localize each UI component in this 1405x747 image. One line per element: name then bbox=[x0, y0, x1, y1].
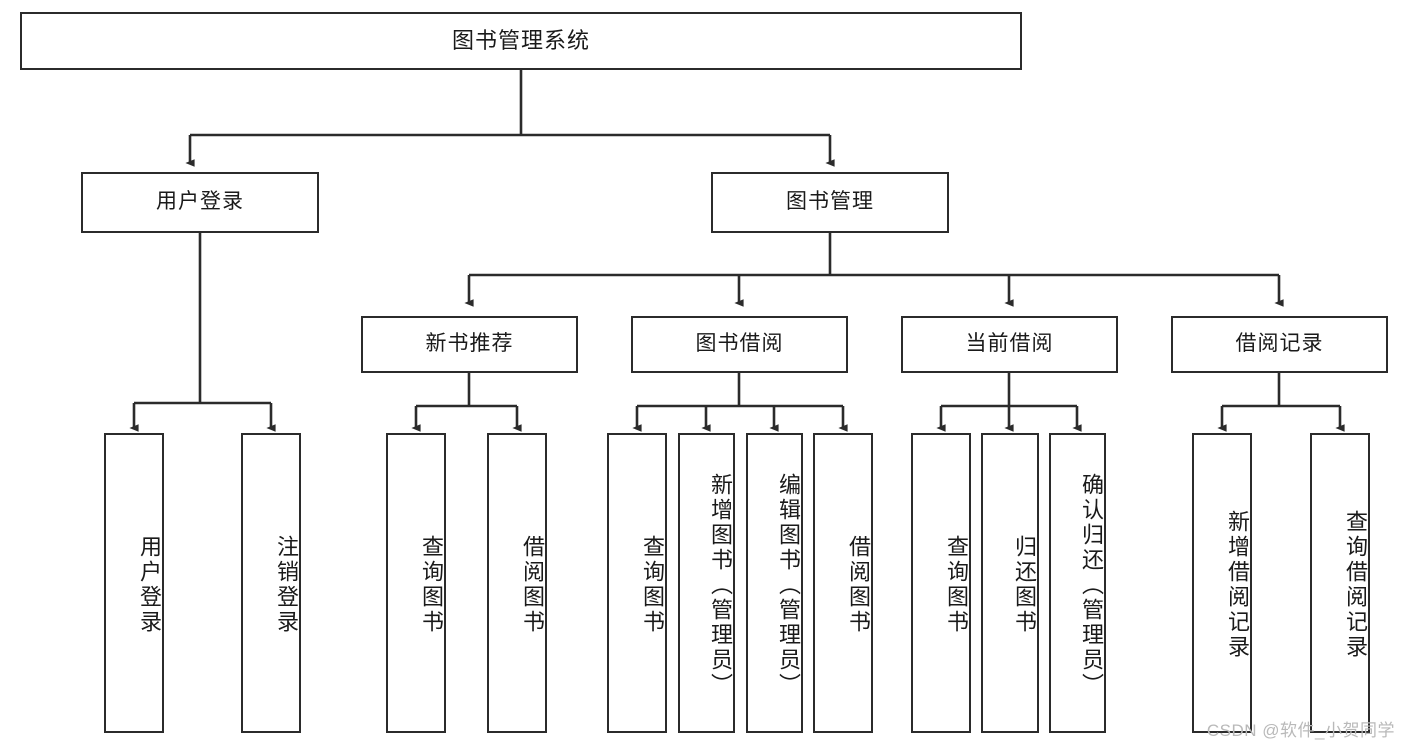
leaf-query-borrow-record[interactable]: 查询借阅记录 bbox=[1310, 433, 1370, 733]
node-label: 编辑图书（管理员） bbox=[776, 472, 801, 698]
node-label: 图书管理系统 bbox=[451, 28, 590, 54]
node-new-book-recommend[interactable]: 新书推荐 bbox=[361, 316, 578, 373]
node-label: 图书管理 bbox=[786, 190, 874, 214]
node-root-system[interactable]: 图书管理系统 bbox=[20, 12, 1022, 70]
node-current-borrow[interactable]: 当前借阅 bbox=[901, 316, 1118, 373]
node-label: 查询借阅记录 bbox=[1343, 510, 1368, 660]
watermark-text: CSDN @软件_小贺同学 bbox=[1206, 721, 1395, 740]
node-label: 借阅图书 bbox=[846, 535, 871, 635]
node-label: 查询图书 bbox=[640, 535, 665, 635]
node-book-borrow[interactable]: 图书借阅 bbox=[631, 316, 848, 373]
node-book-management[interactable]: 图书管理 bbox=[711, 172, 949, 233]
node-label: 借阅图书 bbox=[520, 535, 545, 635]
leaf-user-login[interactable]: 用户登录 bbox=[104, 433, 164, 733]
leaf-confirm-return-admin[interactable]: 确认归还（管理员） bbox=[1049, 433, 1106, 733]
node-label: 查询图书 bbox=[419, 535, 444, 635]
node-label: 查询图书 bbox=[944, 535, 969, 635]
leaf-return-book[interactable]: 归还图书 bbox=[981, 433, 1039, 733]
leaf-logout[interactable]: 注销登录 bbox=[241, 433, 301, 733]
node-label: 注销登录 bbox=[274, 535, 299, 635]
node-user-login[interactable]: 用户登录 bbox=[81, 172, 319, 233]
leaf-borrow-book-recommend[interactable]: 借阅图书 bbox=[487, 433, 547, 733]
leaf-query-book-current[interactable]: 查询图书 bbox=[911, 433, 971, 733]
node-label: 新书推荐 bbox=[425, 332, 514, 356]
node-label: 图书借阅 bbox=[695, 332, 784, 356]
leaf-borrow-book[interactable]: 借阅图书 bbox=[813, 433, 873, 733]
node-label: 新增借阅记录 bbox=[1225, 510, 1250, 660]
node-label: 新增图书（管理员） bbox=[708, 472, 733, 698]
node-label: 当前借阅 bbox=[965, 332, 1054, 356]
node-borrow-record[interactable]: 借阅记录 bbox=[1171, 316, 1388, 373]
leaf-query-book-borrow[interactable]: 查询图书 bbox=[607, 433, 667, 733]
node-label: 借阅记录 bbox=[1235, 332, 1324, 356]
node-label: 归还图书 bbox=[1012, 535, 1037, 635]
node-label: 用户登录 bbox=[156, 190, 244, 214]
node-label: 确认归还（管理员） bbox=[1079, 472, 1104, 698]
node-label: 用户登录 bbox=[137, 535, 162, 635]
leaf-add-borrow-record[interactable]: 新增借阅记录 bbox=[1192, 433, 1252, 733]
leaf-edit-book-admin[interactable]: 编辑图书（管理员） bbox=[746, 433, 803, 733]
leaf-query-book-recommend[interactable]: 查询图书 bbox=[386, 433, 446, 733]
leaf-add-book-admin[interactable]: 新增图书（管理员） bbox=[678, 433, 735, 733]
